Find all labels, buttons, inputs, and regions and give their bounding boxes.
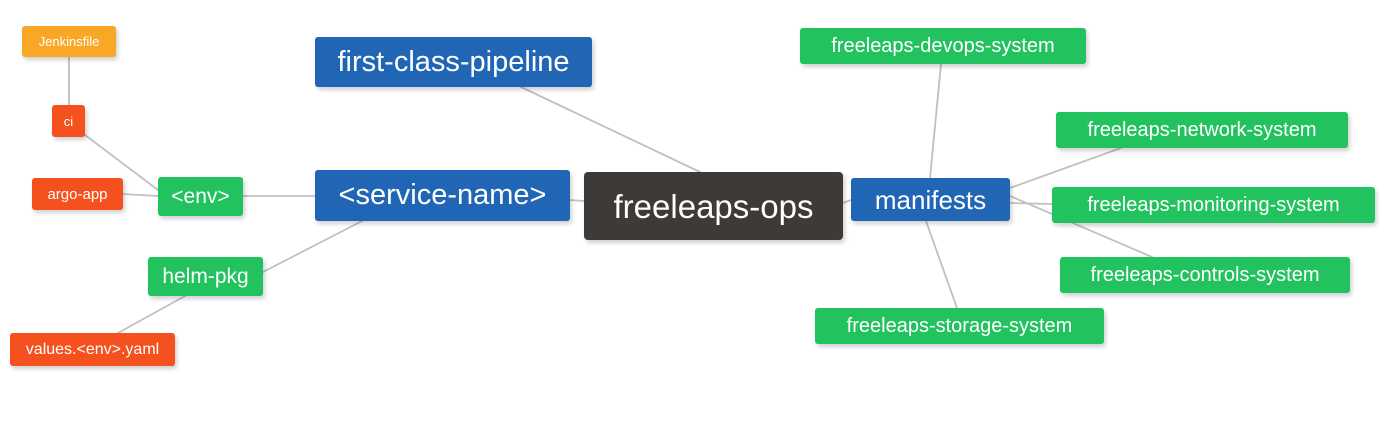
mindmap-node-first-class-pipeline[interactable]: first-class-pipeline: [315, 37, 592, 87]
mindmap-node-label: freeleaps-ops: [613, 187, 814, 225]
edge-values-yaml-to-helm-pkg: [117, 295, 186, 334]
mindmap-node-label: freeleaps-storage-system: [846, 315, 1073, 337]
edge-argo-app-to-env: [122, 193, 159, 197]
mindmap-node-manifests[interactable]: manifests: [851, 178, 1010, 221]
mindmap-node-label: manifests: [874, 184, 987, 215]
mindmap-node-label: Jenkinsfile: [38, 34, 100, 49]
mindmap-node-service-name[interactable]: <service-name>: [315, 170, 570, 221]
mindmap-node-label: <env>: [171, 185, 230, 208]
mindmap-node-label: argo-app: [47, 185, 108, 203]
edge-manifests-to-devops-system: [929, 63, 942, 179]
mindmap-node-label: values.<env>.yaml: [25, 340, 160, 358]
mindmap-node-devops-system[interactable]: freeleaps-devops-system: [800, 28, 1086, 64]
mindmap-node-label: <service-name>: [338, 179, 547, 211]
mindmap-node-controls-system[interactable]: freeleaps-controls-system: [1060, 257, 1350, 293]
mindmap-node-helm-pkg[interactable]: helm-pkg: [148, 257, 263, 296]
edge-manifests-to-storage-system: [925, 220, 958, 309]
mindmap-node-freeleaps-ops[interactable]: freeleaps-ops: [584, 172, 843, 240]
edge-service-name-to-freeleaps-ops: [569, 199, 585, 202]
edge-freeleaps-ops-to-manifests: [842, 199, 852, 204]
mindmap-node-label: ci: [63, 113, 74, 129]
mindmap-node-values-yaml[interactable]: values.<env>.yaml: [10, 333, 175, 366]
edge-manifests-to-network-system: [1009, 147, 1122, 189]
mindmap-node-label: freeleaps-network-system: [1087, 119, 1317, 141]
mindmap-node-jenkinsfile[interactable]: Jenkinsfile: [22, 26, 116, 57]
mindmap-node-label: freeleaps-monitoring-system: [1087, 194, 1340, 216]
mindmap-node-label: freeleaps-controls-system: [1090, 264, 1320, 286]
mindmap-node-label: helm-pkg: [162, 265, 249, 288]
mindmap-node-storage-system[interactable]: freeleaps-storage-system: [815, 308, 1104, 344]
mindmap-node-label: first-class-pipeline: [337, 45, 570, 78]
mindmap-node-argo-app[interactable]: argo-app: [32, 178, 123, 210]
edge-first-class-pipeline-to-freeleaps-ops: [520, 86, 701, 173]
mindmap-node-env[interactable]: <env>: [158, 177, 243, 216]
mindmap-node-label: freeleaps-devops-system: [831, 35, 1055, 57]
mindmap-node-ci[interactable]: ci: [52, 105, 85, 137]
edge-helm-pkg-to-service-name: [262, 220, 363, 273]
mindmap-node-network-system[interactable]: freeleaps-network-system: [1056, 112, 1348, 148]
mindmap-node-monitoring-system[interactable]: freeleaps-monitoring-system: [1052, 187, 1375, 223]
edge-manifests-to-monitoring-system: [1009, 202, 1053, 205]
